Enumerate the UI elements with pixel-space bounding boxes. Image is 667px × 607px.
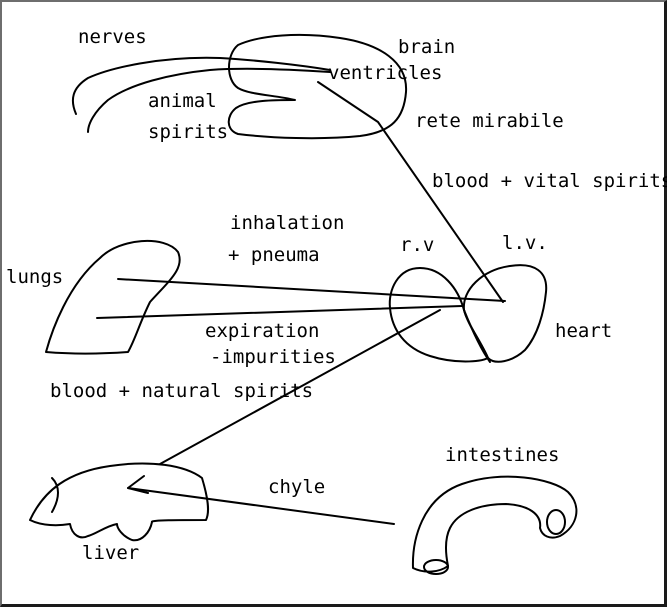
label-spirits: spirits <box>148 121 228 143</box>
label-rete-mirabile: rete mirabile <box>415 110 564 132</box>
label-expiration: expiration <box>205 320 319 342</box>
label-blood-natural-spirits: blood + natural spirits <box>50 380 313 402</box>
label-animal: animal <box>148 90 217 112</box>
label-heart: heart <box>555 320 612 342</box>
label-liver: liver <box>82 542 139 564</box>
label-right-ventricle: r.v <box>400 234 434 256</box>
intestines-end-right <box>547 510 565 534</box>
label-ventricles: ventricles <box>328 62 442 84</box>
label-chyle: chyle <box>268 476 325 498</box>
label-pneuma: + pneuma <box>228 244 320 266</box>
label-impurities: -impurities <box>210 346 336 368</box>
label-left-ventricle: l.v. <box>502 232 548 254</box>
heart-right-ventricle <box>390 268 488 362</box>
inhalation-line <box>118 279 505 301</box>
expiration-line <box>97 306 462 318</box>
liver-inner-curve <box>52 478 58 512</box>
chyle-line <box>128 488 394 524</box>
lungs-outline <box>46 241 180 354</box>
label-brain: brain <box>398 36 455 58</box>
label-nerves: nerves <box>78 26 147 48</box>
intestines-outer <box>413 477 576 572</box>
label-lungs: lungs <box>6 266 63 288</box>
label-inhalation: inhalation <box>230 212 344 234</box>
label-intestines: intestines <box>445 444 559 466</box>
heart-left-ventricle <box>464 265 546 362</box>
label-blood-vital-spirits: blood + vital spirits <box>432 170 667 192</box>
